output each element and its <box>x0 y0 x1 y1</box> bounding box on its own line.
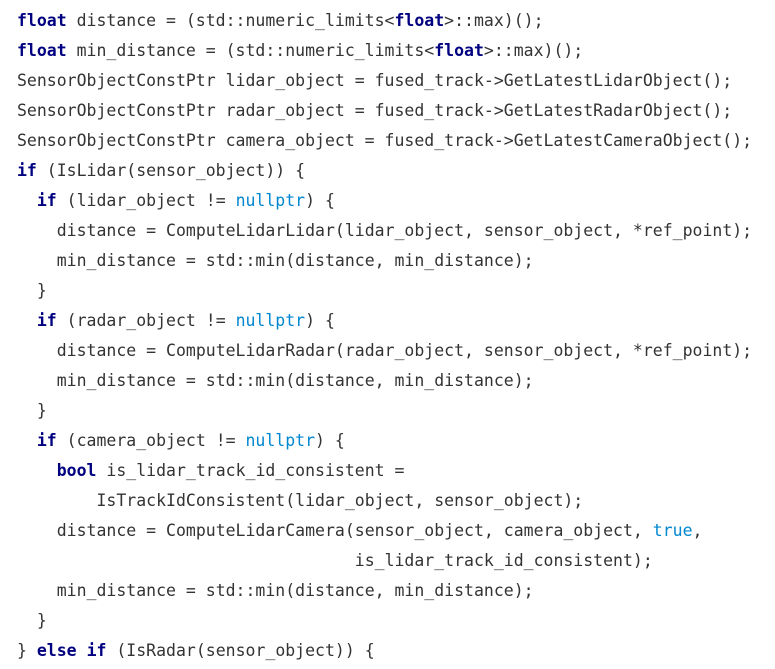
code-text: (camera_object != <box>56 431 246 450</box>
code-indent <box>17 461 57 480</box>
code-text: } <box>36 281 47 300</box>
code-text: >::max)(); <box>483 41 584 60</box>
code-literal: nullptr <box>235 311 306 330</box>
code-keyword: if <box>36 191 57 210</box>
code-indent <box>17 611 37 630</box>
code-keyword: float <box>17 11 67 30</box>
code-indent <box>17 491 96 510</box>
code-line: SensorObjectConstPtr camera_object = fus… <box>17 126 775 156</box>
code-indent <box>17 401 37 420</box>
code-keyword: if <box>86 641 107 660</box>
code-indent <box>17 251 57 270</box>
code-text: (IsLidar(sensor_object)) { <box>36 161 306 180</box>
code-keyword: if <box>36 431 57 450</box>
code-line: bool is_lidar_track_id_consistent = <box>17 456 775 486</box>
code-line: } <box>17 276 775 306</box>
code-indent <box>17 191 37 210</box>
code-indent <box>17 521 57 540</box>
code-text: ) { <box>315 431 345 450</box>
code-indent <box>17 551 355 570</box>
code-line: distance = ComputeLidarRadar(radar_objec… <box>17 336 775 366</box>
code-line: if (camera_object != nullptr) { <box>17 426 775 456</box>
code-line: distance = ComputeLidarLidar(lidar_objec… <box>17 216 775 246</box>
code-line: if (radar_object != nullptr) { <box>17 306 775 336</box>
code-text: } <box>17 641 37 660</box>
code-text: SensorObjectConstPtr camera_object = fus… <box>17 131 753 150</box>
code-line: min_distance = std::min(distance, min_di… <box>17 576 775 606</box>
code-text: } <box>36 611 47 630</box>
code-keyword: if <box>36 311 57 330</box>
code-line: IsTrackIdConsistent(lidar_object, sensor… <box>17 486 775 516</box>
code-text: distance = (std::numeric_limits< <box>66 11 395 30</box>
code-text: , <box>692 521 703 540</box>
code-text: (lidar_object != <box>56 191 236 210</box>
code-text: (IsRadar(sensor_object)) { <box>106 641 375 660</box>
code-keyword: if <box>17 161 37 180</box>
code-line: min_distance = std::min(distance, min_di… <box>17 246 775 276</box>
code-indent <box>17 371 57 390</box>
code-text: is_lidar_track_id_consistent); <box>354 551 653 570</box>
code-line: is_lidar_track_id_consistent); <box>17 546 775 576</box>
code-text: min_distance = (std::numeric_limits< <box>66 41 435 60</box>
code-text: distance = ComputeLidarLidar(lidar_objec… <box>56 221 753 240</box>
code-text: } <box>36 401 47 420</box>
code-text: SensorObjectConstPtr lidar_object = fuse… <box>17 71 733 90</box>
code-literal: true <box>652 521 693 540</box>
code-keyword: float <box>17 41 67 60</box>
code-text: (radar_object != <box>56 311 236 330</box>
code-indent <box>17 341 57 360</box>
code-text: min_distance = std::min(distance, min_di… <box>56 581 534 600</box>
code-line: min_distance = std::min(distance, min_di… <box>17 366 775 396</box>
code-line: if (lidar_object != nullptr) { <box>17 186 775 216</box>
code-literal: nullptr <box>245 431 316 450</box>
code-text: min_distance = std::min(distance, min_di… <box>56 371 534 390</box>
code-text <box>77 641 87 660</box>
code-line: float min_distance = (std::numeric_limit… <box>17 36 775 66</box>
code-line: distance = ComputeLidarCamera(sensor_obj… <box>17 516 775 546</box>
code-line: float distance = (std::numeric_limits<fl… <box>17 6 775 36</box>
code-text: SensorObjectConstPtr radar_object = fuse… <box>17 101 733 120</box>
code-line: if (IsLidar(sensor_object)) { <box>17 156 775 186</box>
code-keyword: else <box>36 641 77 660</box>
code-text: ) { <box>305 191 335 210</box>
code-indent <box>17 311 37 330</box>
code-literal: nullptr <box>235 191 306 210</box>
code-line: } <box>17 606 775 636</box>
code-text: IsTrackIdConsistent(lidar_object, sensor… <box>96 491 584 510</box>
code-line: SensorObjectConstPtr radar_object = fuse… <box>17 96 775 126</box>
code-line: } else if (IsRadar(sensor_object)) { <box>17 636 775 666</box>
code-text: is_lidar_track_id_consistent = <box>96 461 405 480</box>
code-text: >::max)(); <box>444 11 544 30</box>
code-indent <box>17 221 57 240</box>
code-text: distance = ComputeLidarRadar(radar_objec… <box>56 341 753 360</box>
code-line: SensorObjectConstPtr lidar_object = fuse… <box>17 66 775 96</box>
code-keyword: float <box>434 41 484 60</box>
code-indent <box>17 581 57 600</box>
code-indent <box>17 431 37 450</box>
code-indent <box>17 281 37 300</box>
code-keyword: bool <box>56 461 97 480</box>
code-text: distance = ComputeLidarCamera(sensor_obj… <box>56 521 653 540</box>
code-text: min_distance = std::min(distance, min_di… <box>56 251 534 270</box>
code-line: } <box>17 396 775 426</box>
code-keyword: float <box>394 11 445 30</box>
code-text: ) { <box>305 311 335 330</box>
